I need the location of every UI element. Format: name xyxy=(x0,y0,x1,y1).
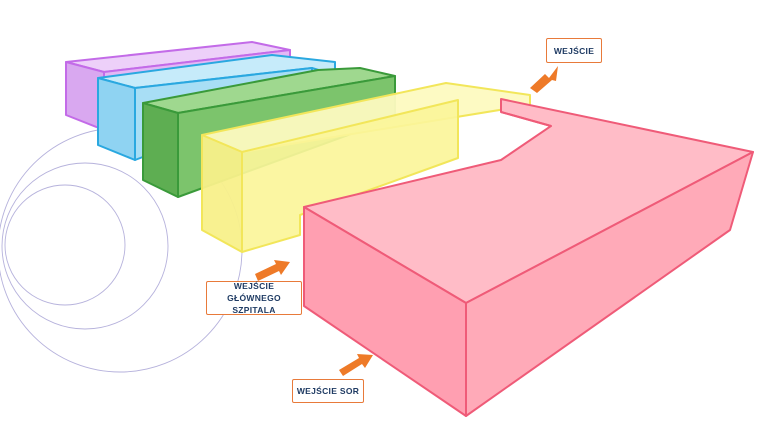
entrance-label: WEJŚCIE xyxy=(546,38,602,63)
entrance-label-text: WEJŚCIE xyxy=(553,45,595,56)
sor-entrance-label: WEJŚCIE SOR xyxy=(292,379,364,403)
sor-entrance-label-text: WEJŚCIE SOR xyxy=(296,386,360,396)
arrow-icon xyxy=(255,260,290,281)
building-wing-yellow xyxy=(201,82,531,253)
circle-mid xyxy=(1,162,169,330)
main-entrance-label-line2: GŁÓWNEGO SZPITALA xyxy=(227,293,281,315)
main-hospital-entrance-label: WEJŚCIE GŁÓWNEGO SZPITALA xyxy=(206,281,302,315)
main-entrance-label-line1: WEJŚCIE xyxy=(233,281,275,291)
arrow-icon xyxy=(339,354,373,376)
circle-inner xyxy=(4,184,126,306)
building-block-pink-sor xyxy=(303,98,754,417)
arrow-icon xyxy=(530,66,558,93)
